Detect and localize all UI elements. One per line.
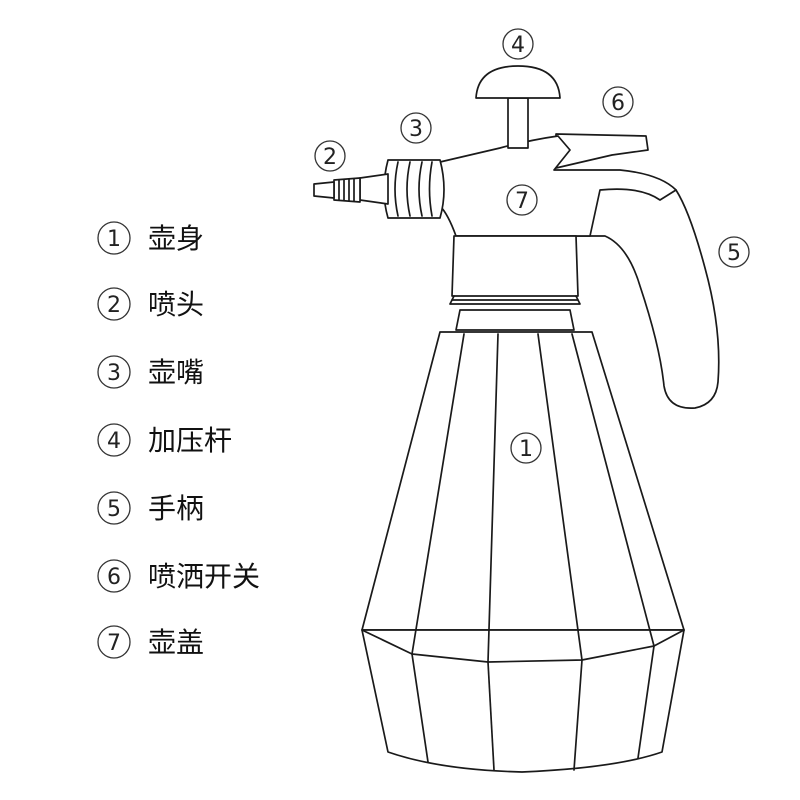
head-shape [439,135,677,237]
nozzle-neck [359,173,389,205]
svg-text:2: 2 [323,145,337,170]
svg-text:5: 5 [107,497,121,522]
svg-text:5: 5 [727,241,741,266]
legend-label-5: 手柄 [148,492,204,525]
spout-ribs [394,161,433,217]
svg-text:1: 1 [519,437,533,462]
callouts: 1 2 3 4 5 6 7 [314,28,750,464]
handle-shape [559,171,720,409]
legend-item-7: 7 壶盖 [97,625,204,659]
svg-text:6: 6 [611,91,625,116]
spout-collar-shape [383,159,445,219]
legend-label-4: 加压杆 [148,424,232,457]
callout-body: 1 [510,432,542,464]
legend-label-2: 喷头 [148,288,204,321]
legend-item-3: 3 壶嘴 [97,355,204,389]
legend-label-7: 壶盖 [148,626,204,659]
svg-text:6: 6 [107,565,121,590]
neck-thread-2 [449,295,581,305]
legend-item-2: 2 喷头 [97,287,204,321]
spray-bottle [313,65,720,773]
pressure-rod-stem [507,97,529,149]
callout-handle: 5 [718,236,750,268]
facet-lines [361,333,685,771]
callout-nozzle-head: 2 [314,140,346,172]
nozzle-ribs [338,178,355,202]
legend-item-6: 6 喷洒开关 [97,559,260,593]
legend-item-5: 5 手柄 [97,491,204,525]
legend-label-3: 壶嘴 [148,356,204,389]
svg-text:7: 7 [515,189,529,214]
callout-spray-switch: 6 [602,86,634,118]
legend-label-1: 壶身 [148,222,204,255]
legend: 1 壶身 2 喷头 3 壶嘴 4 加压杆 5 手柄 6 喷洒开关 [97,221,260,659]
neck-collar [451,235,579,297]
nozzle-tip [313,181,335,199]
callout-lid: 7 [506,184,538,216]
svg-text:2: 2 [107,293,121,318]
legend-item-1: 1 壶身 [97,221,204,255]
bottle-body-upper [361,331,685,631]
callout-spout: 3 [400,112,432,144]
svg-text:4: 4 [107,429,121,454]
nozzle-head-shape [333,177,361,203]
shoulder-ring [455,309,575,331]
svg-text:1: 1 [107,227,121,252]
svg-text:3: 3 [107,361,121,386]
svg-text:3: 3 [409,117,423,142]
pressure-rod-knob [475,65,561,99]
legend-item-4: 4 加压杆 [97,423,232,457]
callout-pressure-rod: 4 [502,28,534,60]
svg-text:7: 7 [107,631,121,656]
legend-label-6: 喷洒开关 [148,560,260,593]
bottle-body-lower [361,629,685,773]
svg-text:4: 4 [511,33,525,58]
